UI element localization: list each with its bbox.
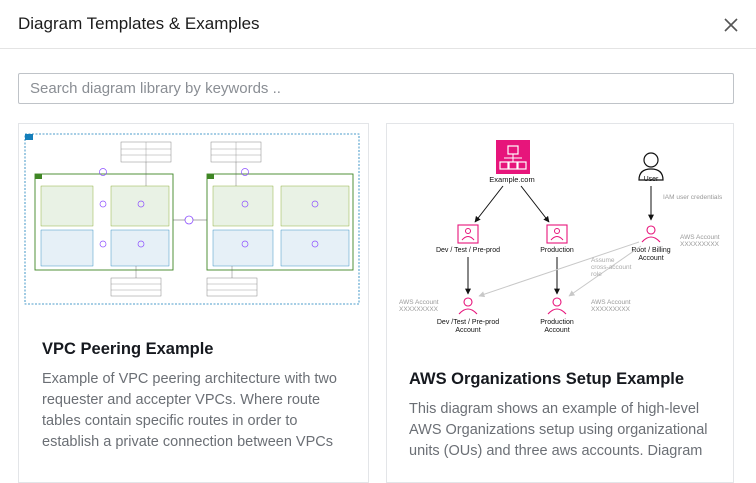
account-number: XXXXXXXXX <box>591 306 631 313</box>
card-title: VPC Peering Example <box>42 340 214 358</box>
template-card-aws-organizations[interactable]: Example.com User IAM user credentials De… <box>386 123 734 483</box>
search-input[interactable] <box>18 73 734 104</box>
ou-icon <box>546 224 568 244</box>
assume-label: Assume <box>591 257 615 264</box>
account-label: Dev /Test / Pre-prod <box>437 319 499 326</box>
root-label: Example.com <box>489 175 534 184</box>
account-icon <box>463 297 473 307</box>
account-number: XXXXXXXXX <box>399 306 439 313</box>
iam-label: IAM user credentials <box>663 194 723 201</box>
aws-account-label: AWS Account <box>680 234 720 241</box>
card-title: AWS Organizations Setup Example <box>409 370 685 388</box>
card-description: Example of VPC peering architecture with… <box>42 371 337 450</box>
user-label: User <box>644 176 659 183</box>
dialog-header: Diagram Templates & Examples <box>0 0 756 49</box>
account-icon <box>552 297 562 307</box>
aws-account-label: AWS Account <box>591 299 631 306</box>
aws-account-label: AWS Account <box>399 299 439 306</box>
ou1-label: Dev / Test / Pre-prod <box>436 247 500 254</box>
ou-icon <box>457 224 479 244</box>
account-number: XXXXXXXXX <box>680 241 720 248</box>
billing-label: Root / Billing <box>631 247 670 254</box>
account-label: Production <box>540 319 574 326</box>
template-card-vpc-peering[interactable]: VPC Peering Example Example of VPC peeri… <box>18 123 369 483</box>
aws-organizations-thumbnail: Example.com User IAM user credentials De… <box>399 140 723 334</box>
dialog-title: Diagram Templates & Examples <box>18 14 260 33</box>
assume-label: role <box>591 271 602 278</box>
user-icon <box>643 152 659 168</box>
card-description: This diagram shows an example of high-le… <box>409 401 708 459</box>
vpc-peering-thumbnail <box>24 133 360 305</box>
account-label: Account <box>455 327 480 334</box>
billing-account-icon <box>646 225 656 235</box>
billing-label: Account <box>638 255 663 262</box>
account-label: Account <box>544 327 569 334</box>
assume-label: cross-account <box>591 264 632 271</box>
ou2-label: Production <box>540 247 574 254</box>
close-icon[interactable] <box>722 16 740 34</box>
